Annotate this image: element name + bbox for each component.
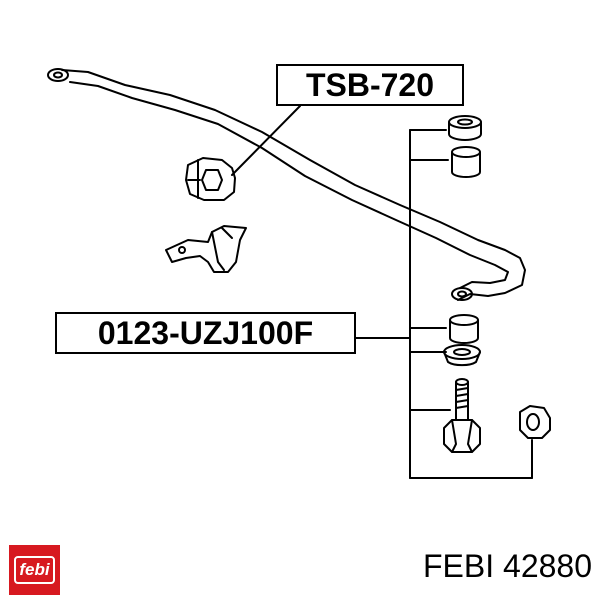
stabilizer-bushing xyxy=(185,105,301,201)
lower-washer xyxy=(443,344,481,367)
callout-0123-uzj100f: 0123-UZJ100F xyxy=(55,312,356,354)
febi-logo: febi xyxy=(9,545,60,595)
bushing-bracket xyxy=(165,225,247,273)
callout-bracket xyxy=(355,129,533,479)
collar-nut xyxy=(519,405,551,439)
stabilizer-bar xyxy=(47,68,526,301)
upper-washer xyxy=(448,115,482,141)
link-stud xyxy=(443,378,481,453)
callout-tsb-720: TSB-720 xyxy=(276,64,464,106)
febi-logo-text: febi xyxy=(14,556,55,584)
upper-rubber-bushing xyxy=(451,146,481,178)
part-caption: FEBI 42880 xyxy=(423,548,592,584)
lower-rubber-bushing xyxy=(449,314,479,344)
